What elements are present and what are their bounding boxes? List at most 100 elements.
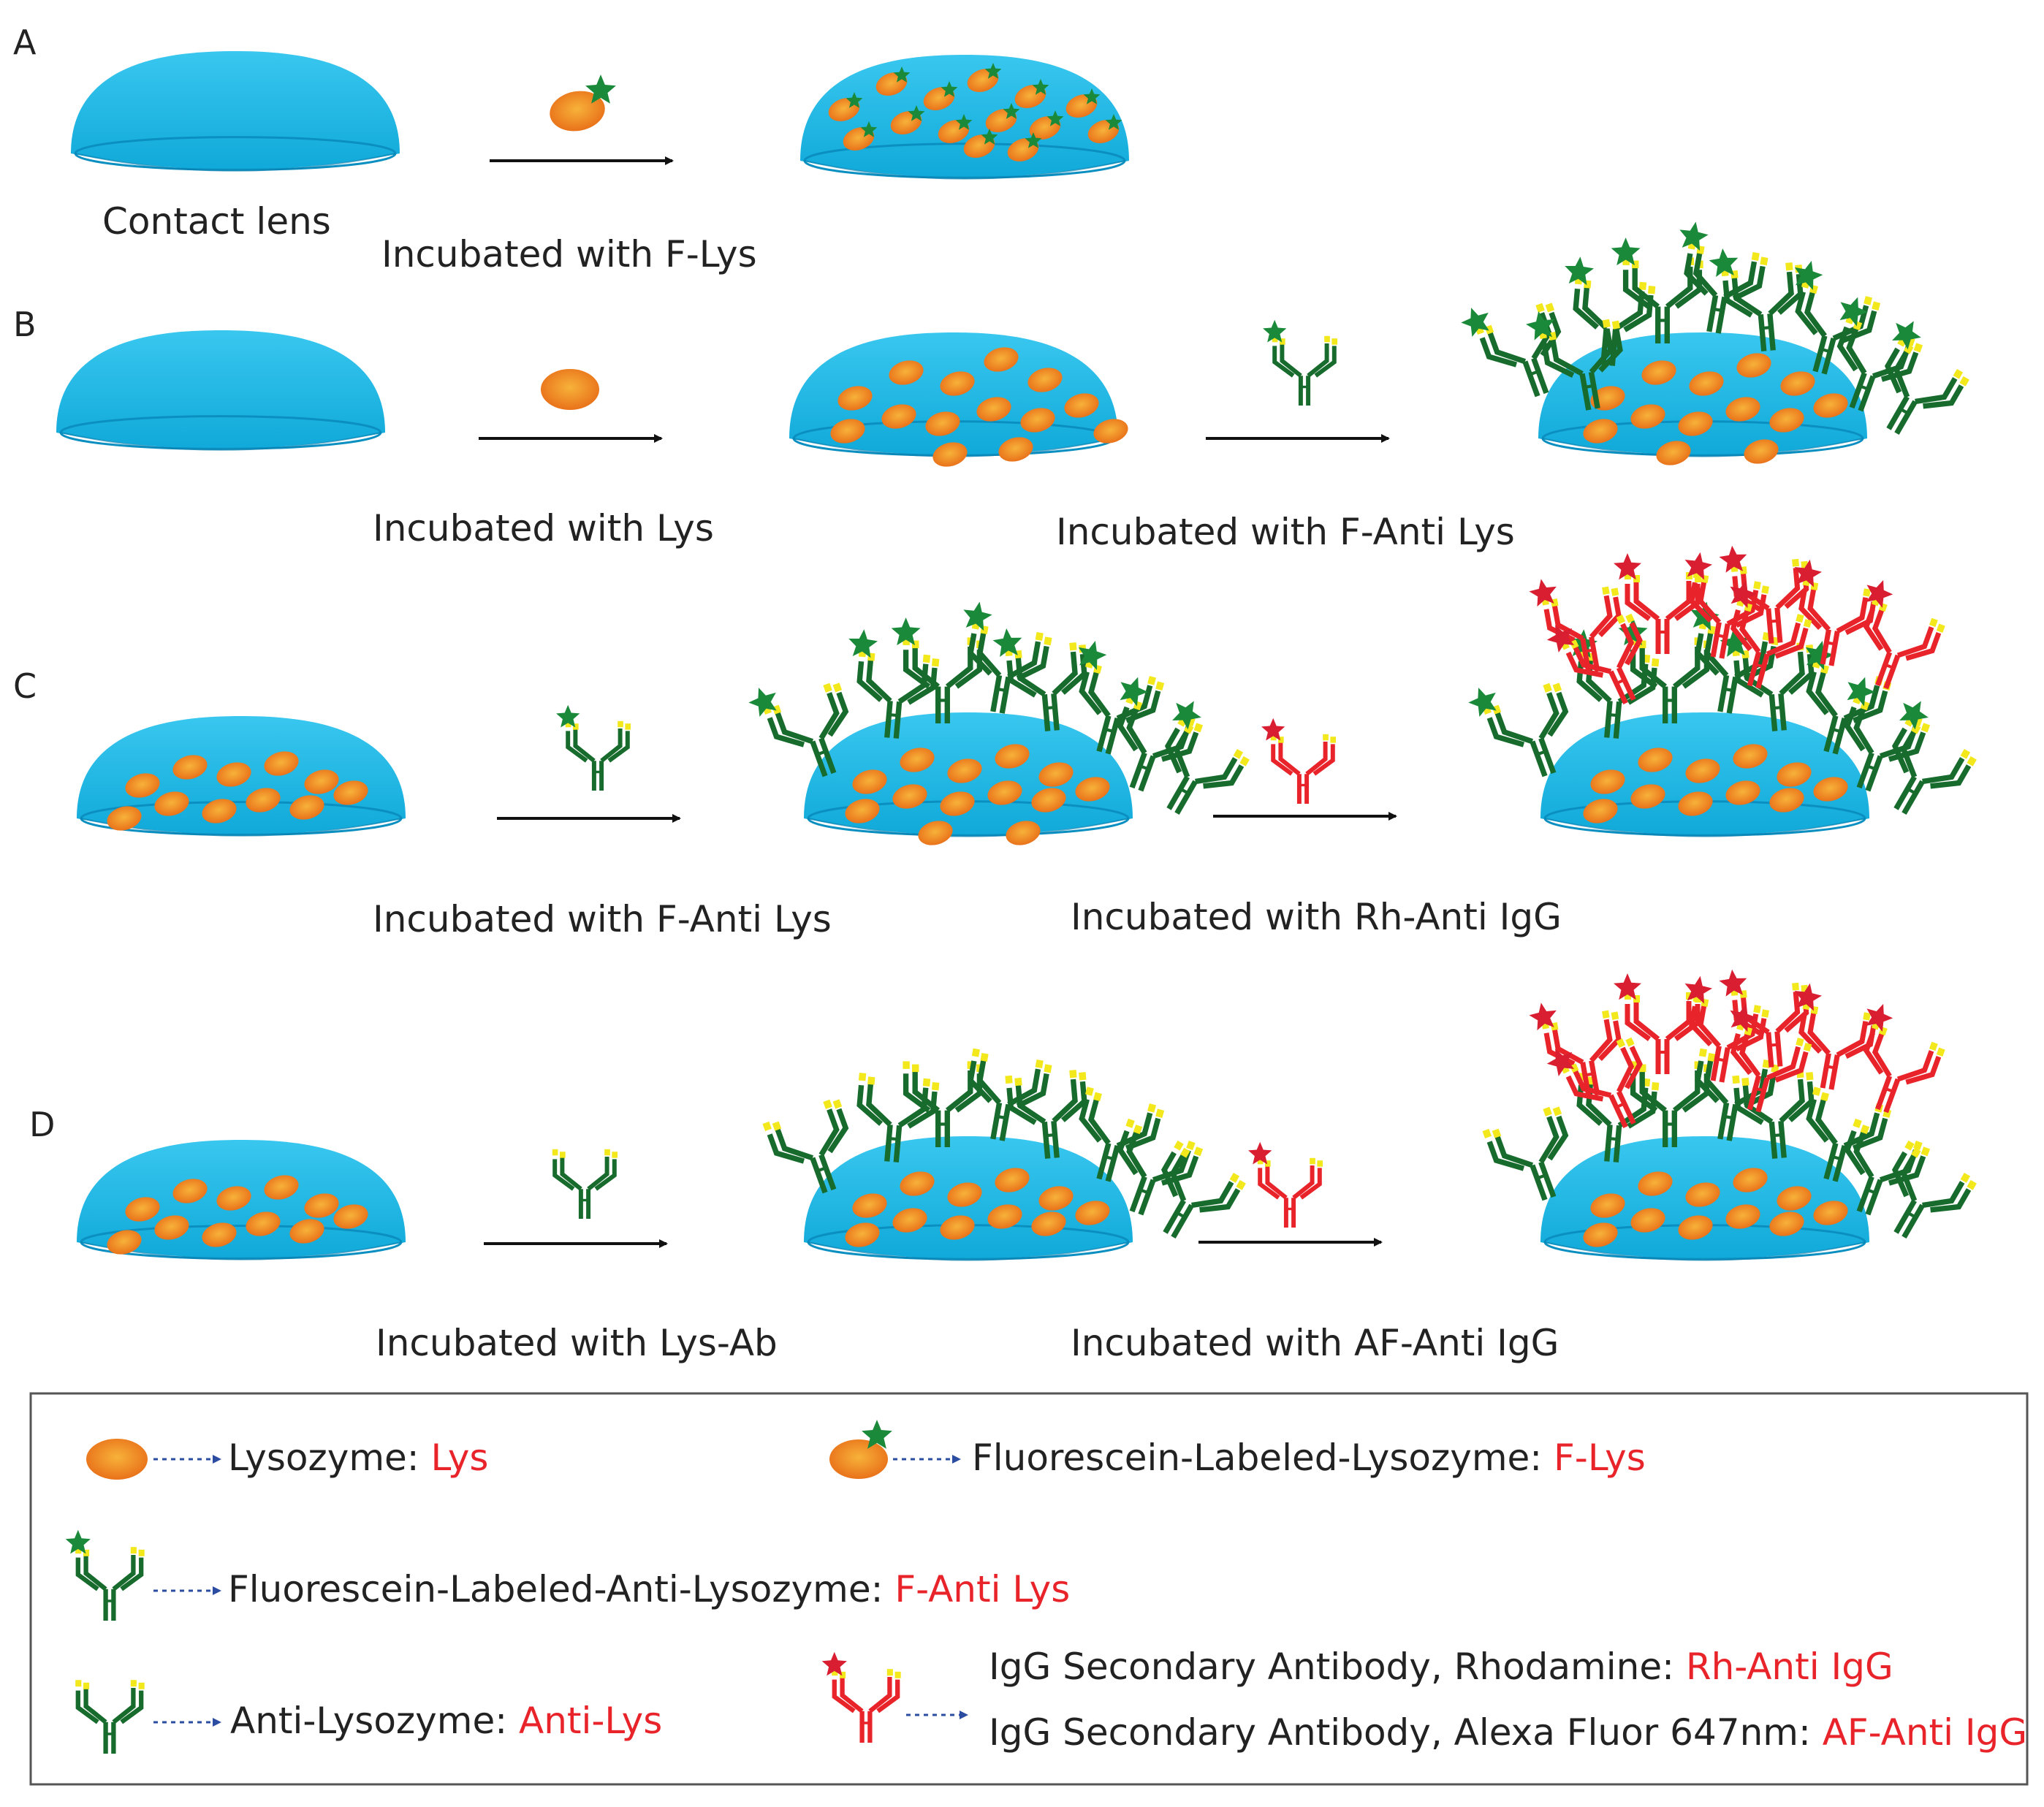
antibody-arm	[1572, 645, 1612, 674]
antibody-y-icon	[1863, 579, 1945, 690]
antigen-tip	[894, 1671, 901, 1678]
legend-entry-rh: IgG Secondary Antibody, Rhodamine: Rh-An…	[989, 1646, 1893, 1688]
antigen-tip	[1616, 1038, 1626, 1049]
antigen-tip	[1093, 1092, 1102, 1102]
antibody-arm	[1900, 729, 1918, 778]
antibody-arm	[1538, 1116, 1559, 1164]
antibody-arm	[1905, 632, 1942, 661]
antibody-arm	[120, 1557, 144, 1591]
antibody-stem	[1849, 372, 1867, 409]
antigen-tip	[1741, 1077, 1749, 1087]
antibody-stem	[1886, 395, 1910, 430]
legend-abbr: F-Anti Lys	[894, 1568, 1070, 1610]
lysozyme-icon	[881, 404, 916, 429]
star-icon	[1839, 297, 1868, 327]
antibody-stem	[1823, 715, 1839, 753]
antibody-stem	[1883, 1078, 1901, 1114]
antibody-stem	[1717, 1102, 1730, 1140]
antibody-y-icon	[1546, 1037, 1643, 1129]
antibody-stem	[990, 1102, 1003, 1140]
antigen-tip	[1543, 682, 1552, 693]
lysozyme-icon	[1813, 1201, 1848, 1225]
antibody-hinge	[1818, 347, 1833, 354]
antibody-arm	[1739, 609, 1761, 654]
antibody-arm	[1905, 1056, 1942, 1085]
star-icon	[1614, 973, 1641, 1000]
star-icon	[1719, 545, 1747, 573]
antibody-arm	[120, 1690, 144, 1724]
antigen-tip	[931, 1082, 940, 1091]
legend-entry-anti: Anti-Lysozyme: Anti-Lys	[230, 1700, 662, 1742]
antibody-y-icon	[1160, 1140, 1246, 1239]
antibody-arm	[1742, 1084, 1774, 1125]
antibody-stem	[1832, 717, 1847, 755]
antibody-stem	[1823, 1142, 1839, 1180]
lysozyme-icon	[892, 784, 927, 809]
star-icon	[1526, 311, 1555, 341]
antibody-arm	[1565, 1075, 1604, 1102]
lysozyme-icon	[1093, 419, 1128, 444]
antibody-arm	[1551, 1028, 1584, 1065]
antigen-tip	[1920, 1146, 1931, 1157]
antibody-hinge	[1829, 1154, 1844, 1162]
antibody-stem	[1174, 780, 1198, 815]
antibody-stem	[1768, 1122, 1778, 1159]
antibody-arm	[827, 691, 849, 737]
star-icon	[1263, 319, 1287, 343]
antibody-arm	[1006, 1087, 1037, 1125]
antibody-hinge	[1770, 705, 1785, 710]
star-icon	[1032, 79, 1049, 95]
antibody-stem	[1588, 371, 1600, 409]
antibody-stem	[1767, 313, 1776, 351]
antibody-arm	[1923, 384, 1964, 409]
star-icon	[1730, 580, 1758, 609]
antibody-arm	[1730, 1032, 1752, 1076]
antigen-tip	[762, 1121, 772, 1132]
contact-lens-icon	[71, 51, 400, 172]
antigen-tip	[832, 682, 843, 693]
antibody-arm	[1733, 660, 1764, 698]
antibody-arm	[1798, 1013, 1823, 1054]
antibody-arm	[594, 1159, 617, 1191]
antibody-arm	[1775, 567, 1801, 610]
step-arrows	[479, 156, 1397, 1248]
antibody-y-icon	[762, 1099, 849, 1194]
antibody-arm	[1843, 1112, 1880, 1149]
antibody-arm	[1598, 330, 1623, 373]
antibody-arm	[1126, 707, 1147, 755]
star-icon	[1899, 701, 1929, 730]
antibody-hinge	[1174, 1210, 1188, 1220]
antibody-arm	[1116, 1112, 1153, 1149]
antibody-arm	[1272, 346, 1295, 378]
antigen-tip	[971, 1048, 980, 1057]
antibody-hinge	[1882, 662, 1896, 670]
antigen-tip	[1310, 1157, 1315, 1165]
lens-edge	[60, 432, 381, 451]
antigen-tip	[1193, 1146, 1204, 1157]
antigen-tip	[1331, 338, 1338, 345]
antigen-tip	[1920, 723, 1931, 733]
antibody-arm	[1597, 1020, 1622, 1062]
antibody-arm	[1779, 1079, 1805, 1123]
legend-entry-lys: Lysozyme: Lys	[228, 1437, 488, 1479]
antibody-hinge	[1767, 1043, 1781, 1047]
antibody-arm	[1844, 706, 1866, 752]
antibody-arm	[1278, 741, 1301, 776]
antibody-arm	[573, 728, 596, 763]
antibody-stem	[1858, 375, 1876, 412]
star-icon	[955, 114, 973, 130]
lysozyme-icon	[1075, 1201, 1110, 1225]
antigen-tip	[1625, 1037, 1635, 1047]
legend-abbr: Anti-Lys	[519, 1700, 662, 1742]
antigen-tip	[1535, 303, 1545, 313]
antibody-arm	[1312, 744, 1335, 776]
lens-edge	[808, 1241, 1129, 1261]
legend-name: Fluorescein-Labeled-Lysozyme:	[972, 1437, 1554, 1479]
antibody-arm	[1633, 1001, 1660, 1041]
antigen-tip	[1863, 296, 1873, 305]
star-icon	[1866, 579, 1893, 608]
antibody-arm	[868, 1676, 892, 1713]
star-icon	[981, 129, 998, 145]
lysozyme-icon	[900, 747, 935, 772]
antigen-tip	[867, 1076, 875, 1085]
